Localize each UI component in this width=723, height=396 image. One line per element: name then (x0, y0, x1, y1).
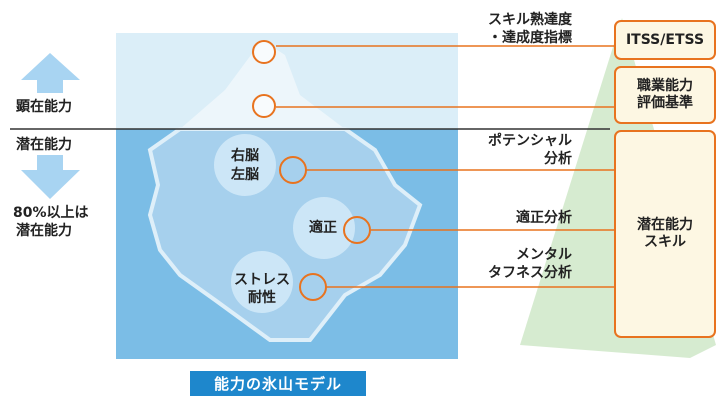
potential-label-line1: ポテンシャル (488, 133, 572, 149)
bubble-aptitude (293, 197, 355, 259)
bubble-brain-line2: 左脳 (231, 167, 259, 183)
bubble-stress-line2: 耐性 (248, 290, 276, 306)
marker-aptitude (343, 216, 371, 244)
ratio-label-line2: 潜在能力 (16, 223, 72, 239)
marker-stress (299, 273, 327, 301)
potential-label-line2: 分析 (544, 151, 572, 167)
up-arrow (21, 53, 80, 93)
down-arrow (21, 155, 80, 199)
itss-box-label: ITSS/ETSS (625, 31, 705, 48)
bubble-stress-line1: ストレス (234, 272, 290, 288)
latent-box-line1: 潜在能力 (637, 217, 693, 233)
bubble-stress (231, 251, 293, 313)
marker-brain (279, 156, 307, 184)
diagram-caption: 能力の氷山モデル (190, 371, 366, 396)
marker-job (252, 94, 276, 118)
job-box-line1: 職業能力 (637, 78, 693, 94)
aptitude-analysis-label: 適正分析 (516, 210, 572, 226)
job-box-line2: 評価基準 (637, 95, 693, 111)
bubble-brain (214, 134, 276, 196)
latent-box-line2: スキル (644, 234, 686, 250)
itss-box: ITSS/ETSS (614, 20, 716, 60)
latent-skill-box: 潜在能力 スキル (614, 130, 716, 338)
job-ability-box: 職業能力 評価基準 (614, 66, 716, 124)
mental-label-line2: タフネス分析 (488, 265, 572, 281)
skill-level-label-line1: スキル熟達度 (488, 12, 572, 28)
ratio-label-line1: 80%以上は (13, 205, 89, 221)
skill-level-label-line2: ・達成度指標 (488, 30, 572, 46)
latent-ability-label: 潜在能力 (16, 137, 72, 153)
bubble-brain-line1: 右脳 (231, 148, 259, 164)
manifest-ability-label: 顕在能力 (16, 99, 72, 115)
marker-skill (252, 40, 276, 64)
mental-label-line1: メンタル (516, 247, 572, 263)
bubble-aptitude-label: 適正 (309, 220, 337, 236)
